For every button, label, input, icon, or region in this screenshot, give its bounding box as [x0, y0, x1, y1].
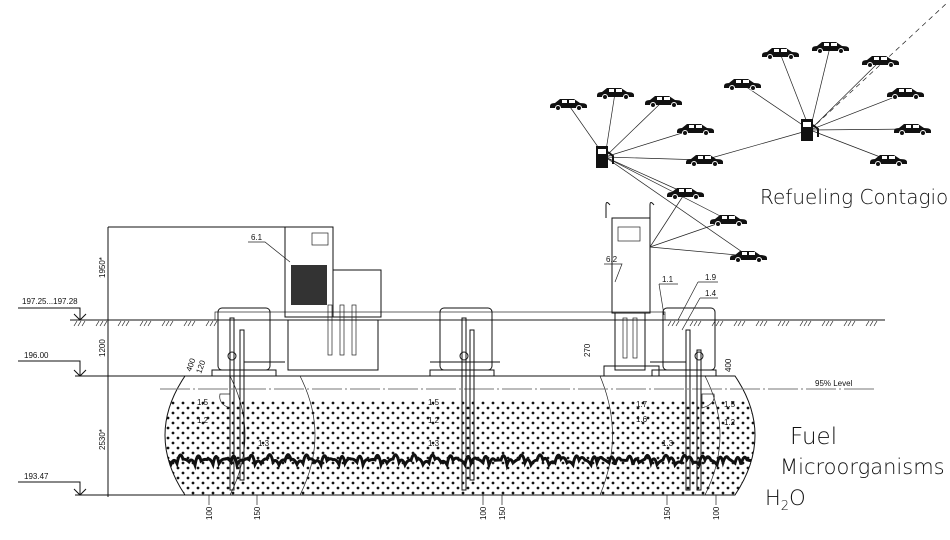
car-icon	[667, 188, 704, 200]
callout-right-1-2: 1.2	[724, 418, 736, 427]
bottom-dim: 150	[498, 506, 507, 520]
fuel-pump-icon	[801, 119, 819, 141]
bottom-dim: 150	[253, 506, 262, 520]
car-icon	[862, 56, 899, 68]
ground-line	[70, 311, 885, 327]
car-icon	[597, 88, 634, 100]
refueling-network	[550, 1, 949, 263]
callout-mid-1-2: 1.2	[428, 416, 440, 425]
callout-1-4: 1.4	[705, 289, 717, 298]
storage-tank	[160, 375, 875, 496]
legend-water: H2O	[765, 486, 806, 514]
car-icon	[762, 48, 799, 60]
dispenser-6-2	[603, 202, 660, 377]
bottom-dim: 100	[205, 506, 214, 520]
bottom-dim: 100	[479, 506, 488, 520]
callouts: 6.1 6.2 1.1 1.9 1.4 1.5 1.2 1.3 1.5 1.2 …	[197, 233, 853, 448]
contagion-title: Refueling Contagion	[760, 185, 950, 209]
callout-1-9: 1.9	[705, 273, 717, 282]
callout-1-1: 1.1	[662, 275, 674, 284]
elevation-labels: 197.25...197.28 196.00 193.47 1950* 1200…	[22, 257, 733, 520]
fuel-pump-icon	[596, 146, 614, 168]
dim-1200: 1200	[98, 339, 107, 357]
dim-400-left: 400	[184, 357, 197, 373]
legend-microorganisms: Microorganisms	[780, 455, 945, 479]
bottom-dim: 150	[663, 506, 672, 520]
car-icon	[887, 88, 924, 100]
level-label: 95% Level	[815, 379, 853, 388]
callout-right-1-5: 1.5	[724, 400, 736, 409]
legend-fuel: Fuel	[790, 424, 837, 450]
car-icon	[812, 42, 849, 54]
dim-400-right: 400	[724, 358, 733, 372]
callout-6-2: 6.2	[606, 255, 618, 264]
elevation-tank-top: 196.00	[24, 351, 49, 360]
car-icon	[894, 124, 931, 136]
callout-left-1-2: 1.2	[197, 416, 209, 425]
callout-left-1-3: 1.3	[258, 439, 270, 448]
pipes	[219, 317, 715, 491]
car-icon	[550, 99, 587, 111]
callout-1-7: 1.7	[636, 400, 648, 409]
callout-mid-1-3: 1.3	[428, 439, 440, 448]
dim-120-left: 120	[194, 359, 207, 375]
callout-6-1: 6.1	[251, 233, 263, 242]
elevation-tank-bottom: 193.47	[24, 472, 49, 481]
car-icon	[724, 79, 761, 91]
car-icon	[870, 155, 907, 167]
dispenser-6-1	[284, 226, 382, 371]
car-icon	[710, 215, 747, 227]
callout-1-6: 1.6	[636, 415, 648, 424]
dim-1950: 1950*	[98, 257, 107, 278]
elevation-ground: 197.25...197.28	[22, 297, 78, 306]
dimension-lines	[18, 226, 285, 497]
dim-2530: 2530*	[98, 429, 107, 450]
legend: Fuel Microorganisms H2O	[765, 424, 945, 514]
bottom-dim: 100	[712, 506, 721, 520]
microorganism-layer	[165, 453, 755, 471]
car-icon	[645, 96, 682, 108]
callout-left-1-5: 1.5	[197, 398, 209, 407]
car-icon	[686, 155, 723, 167]
callout-right-1-3: 1.3	[662, 439, 674, 448]
dim-270: 270	[583, 343, 592, 357]
car-icon	[677, 124, 714, 136]
callout-mid-1-5: 1.5	[428, 398, 440, 407]
car-icon	[730, 251, 767, 263]
